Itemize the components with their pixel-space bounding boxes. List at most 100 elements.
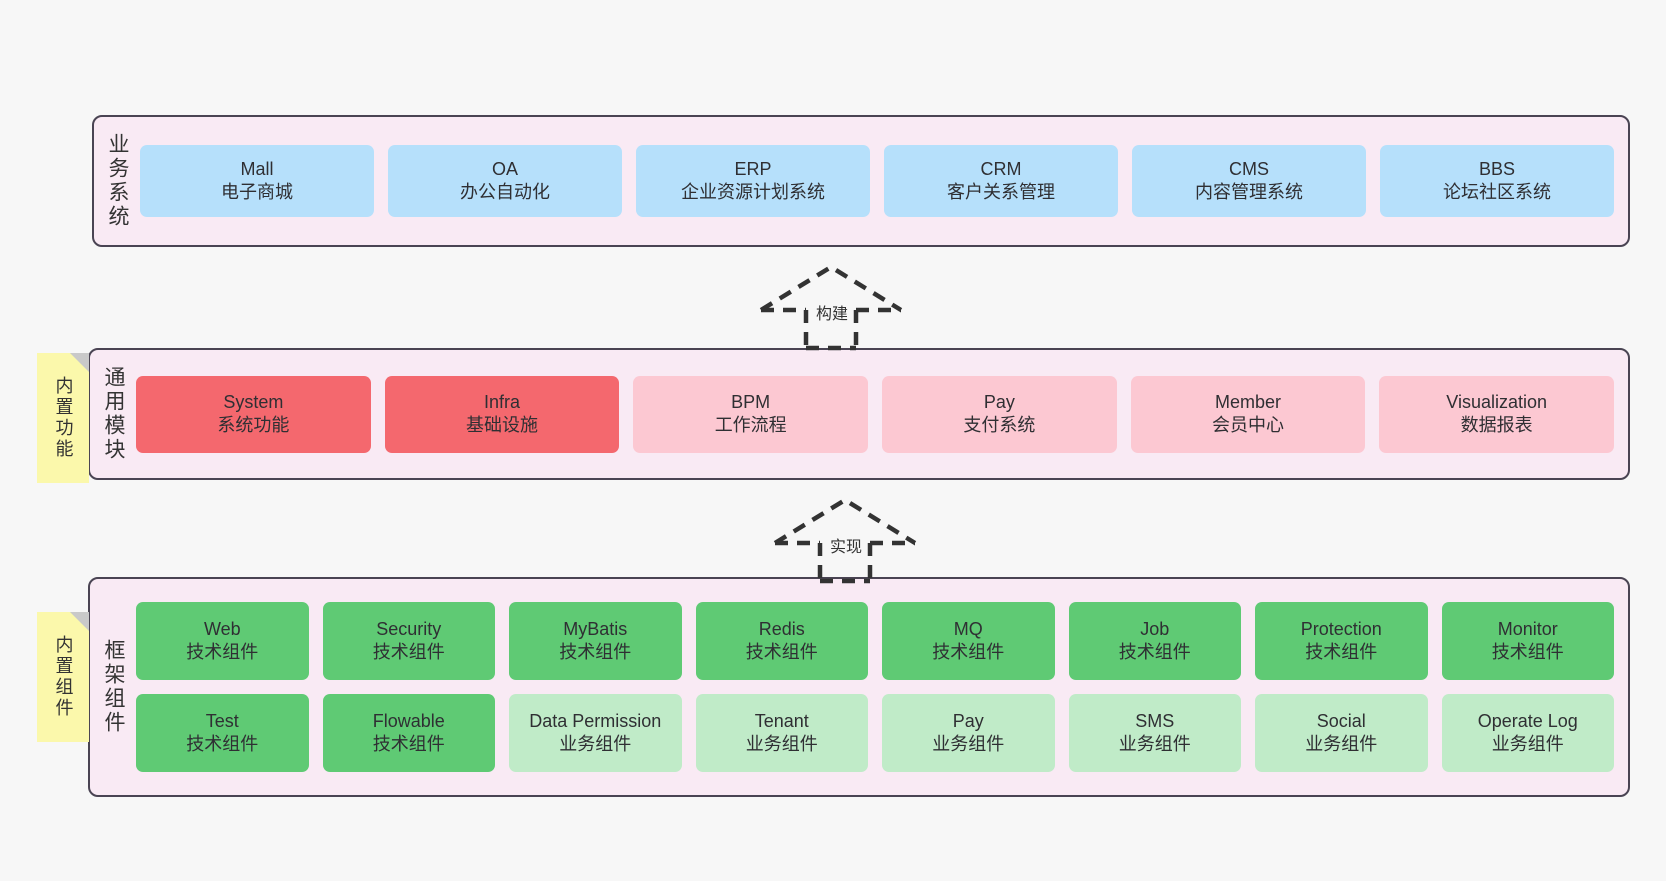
- node-desc: 技术组件: [186, 642, 259, 662]
- node-desc: 技术组件: [1491, 642, 1564, 662]
- node-pay-component[interactable]: Pay 业务组件: [882, 694, 1055, 772]
- arrowhead-triangle-implement: [773, 497, 917, 545]
- node-mq[interactable]: MQ 技术组件: [882, 602, 1055, 680]
- node-data-permission[interactable]: Data Permission 业务组件: [509, 694, 682, 772]
- node-desc: 技术组件: [186, 734, 259, 754]
- node-name: SMS: [1135, 710, 1175, 731]
- node-mybatis[interactable]: MyBatis 技术组件: [509, 602, 682, 680]
- node-desc: 内容管理系统: [1195, 182, 1304, 202]
- node-mall[interactable]: Mall 电子商城: [140, 145, 375, 217]
- layer-common-module: 通用模块 System 系统功能 Infra 基础设施 BPM 工作流程 Pay…: [88, 348, 1630, 480]
- note-fold-corner-icon: [70, 612, 89, 631]
- node-oa[interactable]: OA 办公自动化: [388, 145, 623, 217]
- node-cms[interactable]: CMS 内容管理系统: [1132, 145, 1367, 217]
- node-visualization[interactable]: Visualization 数据报表: [1379, 375, 1614, 453]
- node-desc: 技术组件: [745, 642, 818, 662]
- layer-title-business-system: 业务系统: [106, 133, 130, 229]
- node-desc: 企业资源计划系统: [681, 182, 826, 202]
- node-name: Job: [1140, 618, 1170, 639]
- node-bbs[interactable]: BBS 论坛社区系统: [1380, 145, 1615, 217]
- layer-body-framework-component: Web 技术组件 Security 技术组件 MyBatis 技术组件 Redi…: [130, 579, 1628, 795]
- connector-label-build: 构建: [816, 306, 849, 323]
- arrowhead-triangle-build: [759, 264, 903, 312]
- node-name: Web: [203, 618, 241, 639]
- node-desc: 业务组件: [1305, 734, 1378, 754]
- layer-framework-component: 框架组件 Web 技术组件 Security 技术组件 MyBatis 技术组件…: [88, 577, 1630, 797]
- node-name: MQ: [953, 618, 983, 639]
- node-name: Data Permission: [529, 710, 662, 731]
- node-member[interactable]: Member 会员中心: [1130, 375, 1366, 453]
- layer-title-framework-component: 框架组件: [102, 639, 126, 735]
- node-desc: 电子商城: [221, 182, 294, 202]
- node-name: Flowable: [372, 710, 445, 731]
- node-desc: 数据报表: [1460, 415, 1533, 435]
- node-desc: 办公自动化: [460, 182, 551, 202]
- layer-body-business-system: Mall 电子商城 OA 办公自动化 ERP 企业资源计划系统 CRM 客户关系…: [134, 117, 1628, 245]
- node-desc: 基础设施: [466, 415, 539, 435]
- node-desc: 业务组件: [932, 734, 1005, 754]
- node-desc: 系统功能: [217, 415, 290, 435]
- node-monitor[interactable]: Monitor 技术组件: [1441, 602, 1615, 680]
- layer-business-system: 业务系统 Mall 电子商城 OA 办公自动化 ERP 企业资源计划系统 CRM…: [92, 115, 1630, 247]
- node-name: Monitor: [1497, 618, 1558, 639]
- node-erp[interactable]: ERP 企业资源计划系统: [636, 145, 871, 217]
- layer-row: Web 技术组件 Security 技术组件 MyBatis 技术组件 Redi…: [136, 602, 1615, 680]
- note-builtin-function: 内置功能: [37, 353, 89, 483]
- note-builtin-component: 内置组件: [37, 612, 89, 742]
- node-desc: 业务组件: [1491, 734, 1564, 754]
- node-name: Test: [205, 710, 239, 731]
- node-test[interactable]: Test 技术组件: [136, 694, 309, 772]
- layer-body-common-module: System 系统功能 Infra 基础设施 BPM 工作流程 Pay 支付系统…: [130, 350, 1628, 478]
- node-name: Redis: [758, 618, 805, 639]
- node-desc: 支付系统: [963, 415, 1036, 435]
- note-label: 内置功能: [53, 376, 74, 460]
- node-web[interactable]: Web 技术组件: [136, 602, 309, 680]
- node-desc: 业务组件: [1118, 734, 1191, 754]
- node-system[interactable]: System 系统功能: [136, 375, 371, 453]
- node-infra[interactable]: Infra 基础设施: [384, 375, 620, 453]
- layer-row: Test 技术组件 Flowable 技术组件 Data Permission …: [136, 694, 1615, 772]
- layer-row: Mall 电子商城 OA 办公自动化 ERP 企业资源计划系统 CRM 客户关系…: [140, 145, 1615, 217]
- node-crm[interactable]: CRM 客户关系管理: [884, 145, 1119, 217]
- node-name: MyBatis: [563, 618, 628, 639]
- node-bpm[interactable]: BPM 工作流程: [633, 375, 869, 453]
- layer-title-common-module: 通用模块: [102, 366, 126, 462]
- node-tenant[interactable]: Tenant 业务组件: [695, 694, 869, 772]
- node-name: Pay: [952, 710, 984, 731]
- node-name: Protection: [1300, 618, 1382, 639]
- connector-implement: 实现: [770, 495, 920, 584]
- node-name: Social: [1316, 710, 1366, 731]
- node-desc: 技术组件: [1305, 642, 1378, 662]
- node-desc: 工作流程: [714, 415, 787, 435]
- node-desc: 技术组件: [932, 642, 1005, 662]
- node-name: Member: [1214, 391, 1281, 412]
- node-sms[interactable]: SMS 业务组件: [1068, 694, 1242, 772]
- node-operate-log[interactable]: Operate Log 业务组件: [1441, 694, 1615, 772]
- node-pay-module[interactable]: Pay 支付系统: [882, 375, 1117, 453]
- node-name: ERP: [734, 158, 772, 179]
- node-desc: 会员中心: [1212, 415, 1284, 435]
- node-name: Pay: [983, 391, 1015, 412]
- node-name: Tenant: [754, 710, 809, 731]
- node-flowable[interactable]: Flowable 技术组件: [322, 694, 496, 772]
- layer-row: System 系统功能 Infra 基础设施 BPM 工作流程 Pay 支付系统…: [136, 375, 1614, 453]
- node-security[interactable]: Security 技术组件: [322, 602, 496, 680]
- node-desc: 技术组件: [372, 642, 445, 662]
- node-name: Infra: [484, 391, 521, 412]
- node-desc: 技术组件: [1118, 642, 1191, 662]
- node-name: Operate Log: [1477, 710, 1578, 731]
- node-social[interactable]: Social 业务组件: [1255, 694, 1428, 772]
- node-name: CRM: [980, 158, 1022, 179]
- node-redis[interactable]: Redis 技术组件: [695, 602, 869, 680]
- note-fold-corner-icon: [70, 353, 89, 372]
- node-desc: 论坛社区系统: [1443, 182, 1552, 202]
- connector-label-implement: 实现: [830, 539, 863, 556]
- node-name: OA: [492, 158, 519, 179]
- node-name: System: [223, 391, 284, 412]
- node-desc: 技术组件: [372, 734, 445, 754]
- node-job[interactable]: Job 技术组件: [1068, 602, 1242, 680]
- node-protection[interactable]: Protection 技术组件: [1255, 602, 1428, 680]
- node-name: Mall: [240, 158, 274, 179]
- node-name: BPM: [731, 391, 771, 412]
